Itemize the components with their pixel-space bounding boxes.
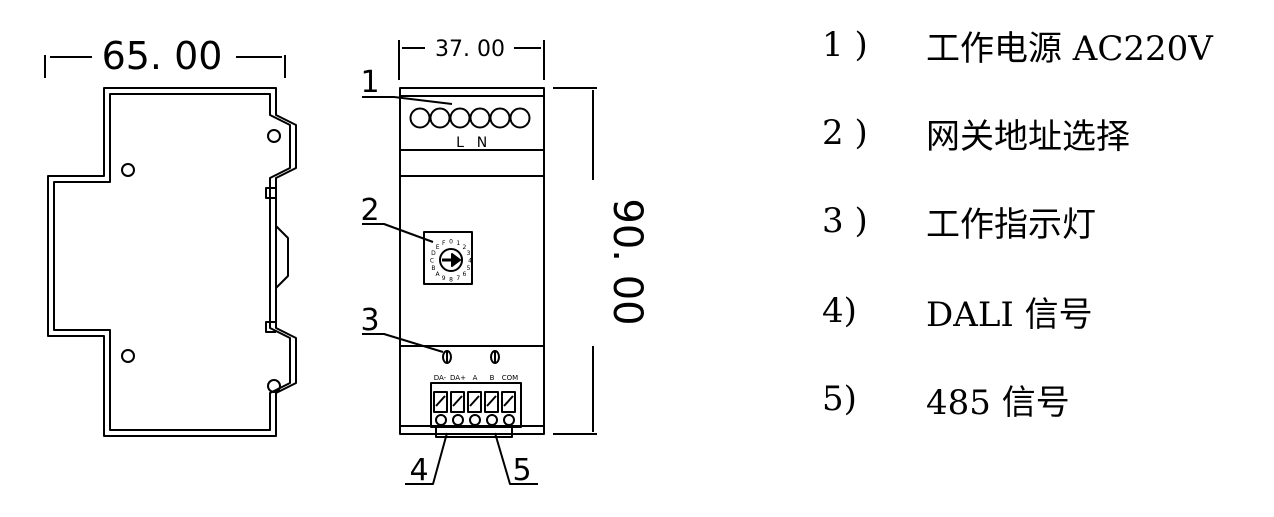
wire-entry — [452, 414, 464, 426]
terminal-base — [435, 426, 513, 438]
signal-terminal-block — [430, 382, 522, 438]
front-housing — [399, 87, 545, 435]
legend-item-3: 3 ) 工作指示灯 — [822, 196, 1096, 246]
legend-text: 工作指示灯 — [926, 204, 1096, 245]
terminal-label-b: B — [490, 374, 495, 382]
terminal-hole — [449, 107, 471, 129]
legend-item-5: 5) 485 信号 — [822, 374, 1070, 424]
indicator-lights — [442, 350, 500, 364]
callout-number-4: 4 — [409, 453, 428, 488]
terminal-hole — [469, 107, 491, 129]
callout-number-3: 3 — [360, 303, 379, 338]
callout-leader-5 — [494, 432, 538, 485]
side-view — [44, 55, 297, 437]
callout-leader-1 — [362, 96, 453, 105]
terminal-label-n: N — [477, 135, 487, 151]
side-width-dimension: 65. 00 — [102, 34, 223, 78]
screw-terminal — [484, 391, 499, 413]
arrow-head — [451, 253, 461, 267]
callout-number-1: 1 — [360, 65, 379, 100]
dial-character: F — [442, 240, 446, 247]
dial-character: 1 — [456, 240, 460, 247]
dial-character: 3 — [467, 250, 471, 257]
front-view — [398, 40, 597, 438]
front-height-dimension: 90. 00 — [604, 198, 650, 325]
mount-hole — [121, 349, 135, 363]
wire-entry — [469, 414, 481, 426]
callout-leader-4 — [405, 432, 448, 485]
screw-slot — [435, 395, 446, 407]
mount-hole — [267, 379, 281, 393]
dial-character: 0 — [449, 239, 453, 246]
legend-number: 1 ) — [822, 25, 868, 65]
terminal-label-da-minus: DA- — [434, 374, 447, 382]
legend-item-2: 2 ) 网关地址选择 — [822, 108, 1130, 158]
terminal-label-l: L — [456, 135, 464, 151]
terminal-label-a: A — [473, 374, 478, 382]
dial-character: E — [436, 244, 440, 251]
switch-body — [423, 231, 473, 285]
screw-terminal — [467, 391, 482, 413]
terminal-hole — [509, 107, 531, 129]
callout-leaders — [362, 96, 538, 485]
dial-character: 4 — [468, 258, 472, 265]
rotary-address-switch — [423, 231, 473, 285]
wire-entry — [503, 414, 515, 426]
terminal-label-com: COM — [502, 374, 518, 382]
side-view-inner-outline — [53, 93, 291, 431]
legend-number: 3 ) — [822, 201, 868, 241]
legend-number: 2 ) — [822, 113, 868, 153]
legend-text: 网关地址选择 — [926, 116, 1130, 157]
legend-number: 4) — [822, 291, 857, 331]
terminal-block-body — [430, 382, 522, 428]
wire-entry — [486, 414, 498, 426]
mount-hole — [121, 163, 135, 177]
legend-text: DALI 信号 — [926, 294, 1093, 335]
legend-item-4: 4) DALI 信号 — [822, 286, 1093, 336]
legend-text: 工作电源 AC220V — [926, 28, 1213, 69]
callout-number-5: 5 — [512, 453, 531, 488]
screw-slot — [486, 395, 497, 407]
dial-character: 7 — [456, 275, 460, 282]
power-terminal-block — [409, 107, 531, 129]
dial-character: 6 — [462, 271, 466, 278]
legend-item-1: 1 ) 工作电源 AC220V — [822, 20, 1213, 70]
dial-character: B — [431, 265, 435, 272]
callout-number-2: 2 — [360, 193, 379, 228]
front-width-dimension: 37. 00 — [435, 37, 505, 62]
callout-leader-3 — [362, 333, 444, 353]
terminal-hole — [489, 107, 511, 129]
dial-character: 2 — [462, 244, 466, 251]
screw-slot — [503, 395, 514, 407]
screw-terminal — [433, 391, 448, 413]
side-view-outline — [47, 87, 297, 437]
dial-character: D — [431, 250, 436, 257]
dial-character: 5 — [467, 265, 471, 272]
terminal-label-da-plus: DA+ — [450, 374, 466, 382]
mount-hole — [267, 129, 281, 143]
din-rail-clip — [265, 187, 289, 333]
dial-character: 9 — [442, 275, 446, 282]
switch-dial — [439, 248, 463, 272]
callout-leader-2 — [362, 223, 434, 243]
dial-character: C — [430, 258, 434, 265]
screw-slot — [452, 395, 463, 407]
legend-number: 5) — [822, 379, 857, 419]
screw-terminal — [450, 391, 465, 413]
wire-entry — [435, 414, 447, 426]
screw-slot — [469, 395, 480, 407]
dial-character: A — [436, 271, 441, 278]
dial-character: 8 — [449, 277, 453, 284]
terminal-hole — [429, 107, 451, 129]
screw-terminal — [501, 391, 516, 413]
legend-text: 485 信号 — [926, 382, 1070, 423]
terminal-hole — [409, 107, 431, 129]
